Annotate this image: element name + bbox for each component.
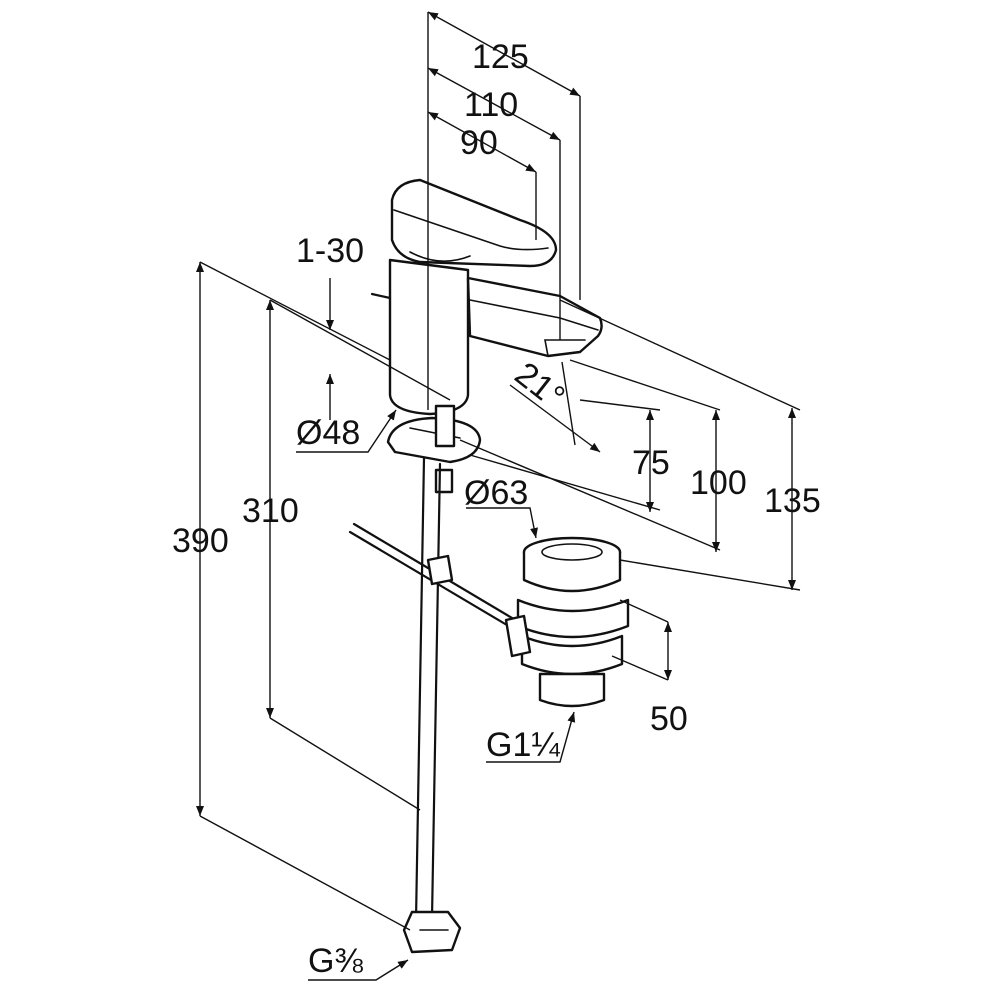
dim-310-label: 310 [242,492,299,530]
faucet-body [370,178,603,416]
drain-rod [348,522,514,630]
dimension-lines [196,11,801,981]
dim-90-label: 90 [460,124,498,162]
pop-up-waste [504,536,630,708]
dim-100-label: 100 [690,464,747,502]
dim-135-label: 135 [764,482,821,520]
dim-110-label: 110 [464,86,518,124]
dim-75-label: 75 [632,444,670,482]
thread-g3-8-label: G⅜ [308,942,363,980]
dim-d63-label: Ø63 [464,474,528,512]
dim-1-30-label: 1-30 [296,232,364,270]
dim-50-label: 50 [650,700,688,738]
dim-390-label: 390 [172,522,229,560]
dim-d48-label: Ø48 [296,414,360,452]
supply-hose [402,456,462,954]
dim-125-label: 125 [472,38,529,76]
base-flange [386,404,482,494]
dimension-labels: 125 110 90 1-30 21° Ø48 Ø63 75 100 135 3… [172,38,821,980]
thread-g1-quarter-label: G1¼ [486,726,560,764]
